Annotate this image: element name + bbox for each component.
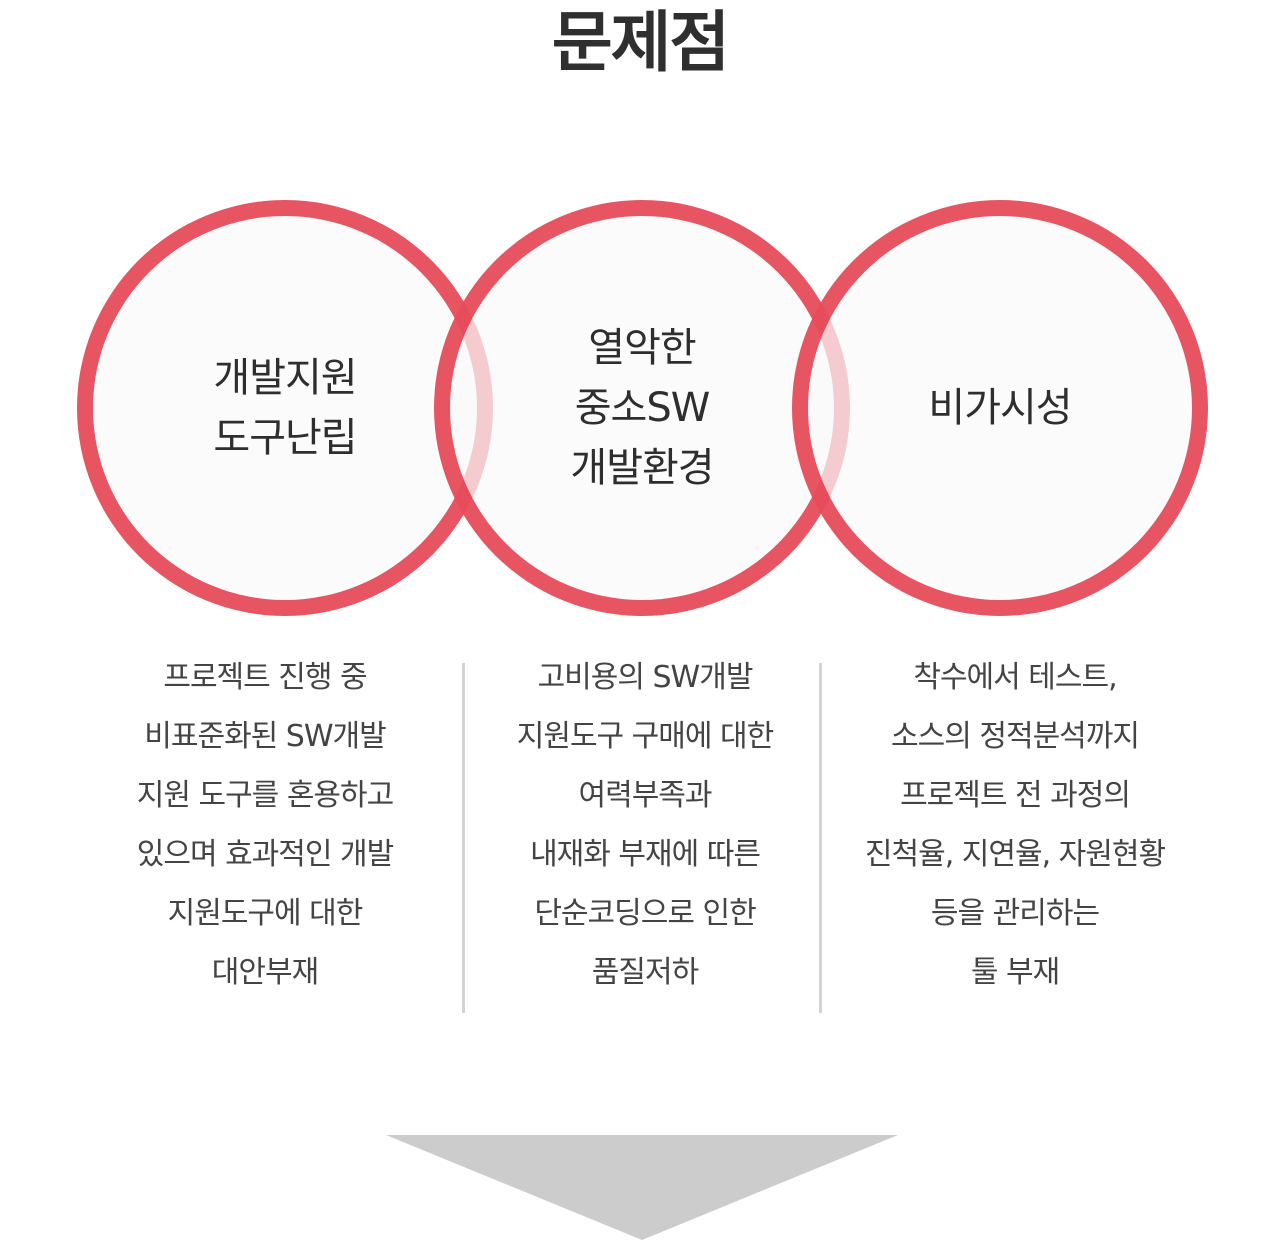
circle-label-line: 개발환경 (570, 445, 714, 491)
description-line: 있으며 효과적인 개발 (136, 837, 394, 872)
description-line: 내재화 부재에 따른 (530, 837, 761, 872)
description-line: 대안부재 (211, 955, 319, 990)
description-line: 소스의 정적분석까지 (891, 719, 1140, 754)
description-line: 비표준화된 SW개발 (144, 719, 386, 754)
description-dev-tools: 프로젝트 진행 중 비표준화된 SW개발 지원 도구를 혼용하고 있으며 효과적… (95, 648, 435, 1002)
circle-label-line: 도구난립 (213, 415, 357, 461)
circle-label-line: 비가시성 (928, 385, 1072, 431)
description-line: 단순코딩으로 인한 (534, 896, 756, 931)
column-divider (462, 663, 465, 1013)
description-line: 프로젝트 진행 중 (163, 660, 367, 695)
description-line: 지원도구에 대한 (167, 896, 364, 931)
description-line: 지원 도구를 혼용하고 (136, 778, 394, 813)
description-line: 품질저하 (591, 955, 699, 990)
page-title: 문제점 (551, 4, 730, 81)
description-visibility: 착수에서 테스트, 소스의 정적분석까지 프로젝트 전 과정의 진척율, 지연율… (845, 648, 1185, 1002)
description-line: 고비용의 SW개발 (537, 660, 754, 695)
description-line: 진척율, 지연율, 자원현황 (864, 837, 1166, 872)
circle-label-line: 개발지원 (213, 355, 357, 401)
circle-label-visibility: 비가시성 (792, 200, 1208, 616)
description-line: 착수에서 테스트, (913, 660, 1117, 695)
circle-label-dev-tools: 개발지원 도구난립 (77, 200, 493, 616)
circle-label-line: 중소SW (574, 385, 711, 431)
column-divider (819, 663, 822, 1013)
description-line: 여력부족과 (578, 778, 713, 813)
description-line: 등을 관리하는 (930, 896, 1100, 931)
down-triangle-icon (386, 1135, 898, 1240)
description-sw-environment: 고비용의 SW개발 지원도구 구매에 대한 여력부족과 내재화 부재에 따른 단… (475, 648, 815, 1002)
description-line: 툴 부재 (970, 955, 1060, 990)
venn-diagram: 개발지원 도구난립 열악한 중소SW 개발환경 비가시성 (0, 170, 1280, 620)
circle-label-sw-environment: 열악한 중소SW 개발환경 (434, 200, 850, 616)
circle-label-line: 열악한 (588, 325, 696, 371)
description-line: 프로젝트 전 과정의 (900, 778, 1131, 813)
description-line: 지원도구 구매에 대한 (516, 719, 774, 754)
